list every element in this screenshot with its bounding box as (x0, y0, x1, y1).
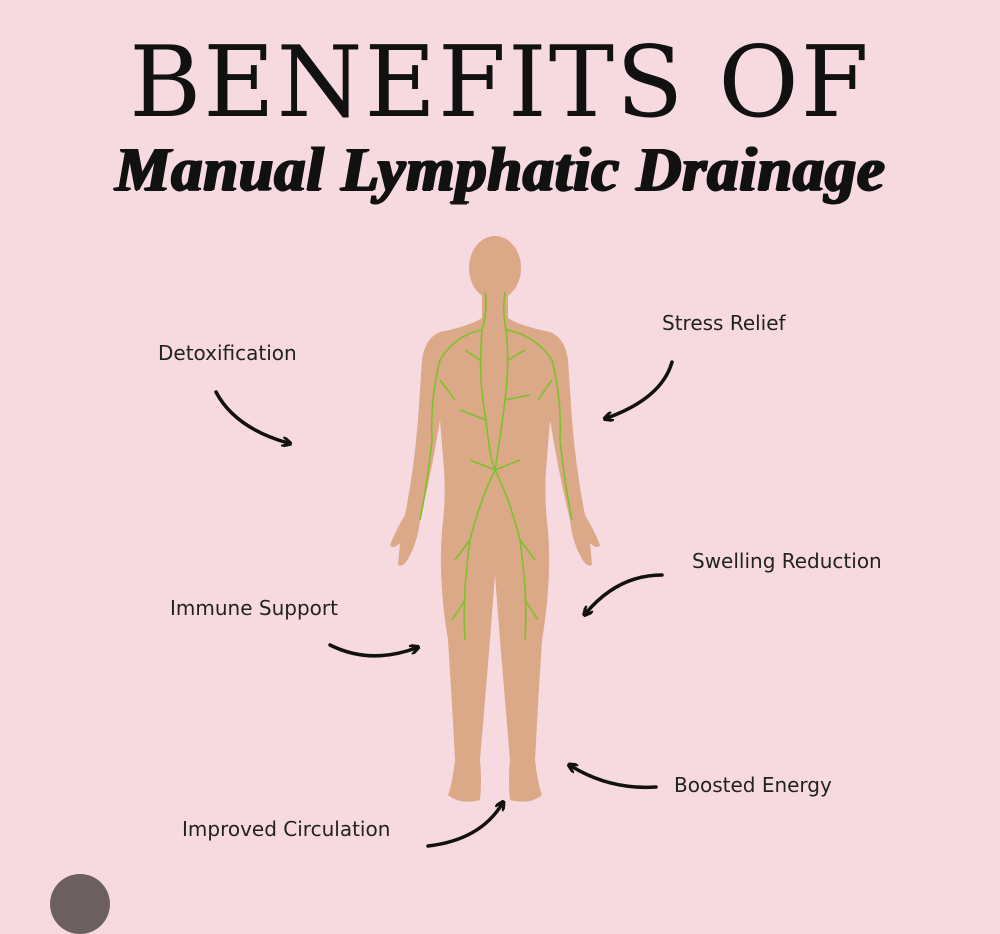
label-detoxification: Detoxification (158, 341, 297, 365)
arrows (214, 360, 674, 848)
arrow-detoxification (214, 390, 288, 443)
body-illustration (214, 236, 674, 848)
arrow-immune-support (328, 643, 416, 658)
label-improved-circulation: Improved Circulation (182, 817, 391, 841)
label-stress-relief: Stress Relief (662, 311, 786, 335)
corner-overlay-button[interactable] (50, 874, 110, 934)
arrow-stress-relief (607, 360, 674, 418)
subtitle: Manual Lymphatic Drainage (114, 136, 886, 204)
human-figure (390, 236, 600, 802)
label-immune-support: Immune Support (170, 596, 338, 620)
arrow-improved-circulation (426, 804, 502, 848)
label-boosted-energy: Boosted Energy (674, 773, 832, 797)
arrow-boosted-energy (571, 766, 658, 790)
title: BENEFITS OF (129, 26, 871, 140)
lymphatic-vessels (419, 291, 573, 641)
label-swelling-reduction: Swelling Reduction (692, 549, 882, 573)
arrow-swelling-reduction (586, 573, 664, 613)
